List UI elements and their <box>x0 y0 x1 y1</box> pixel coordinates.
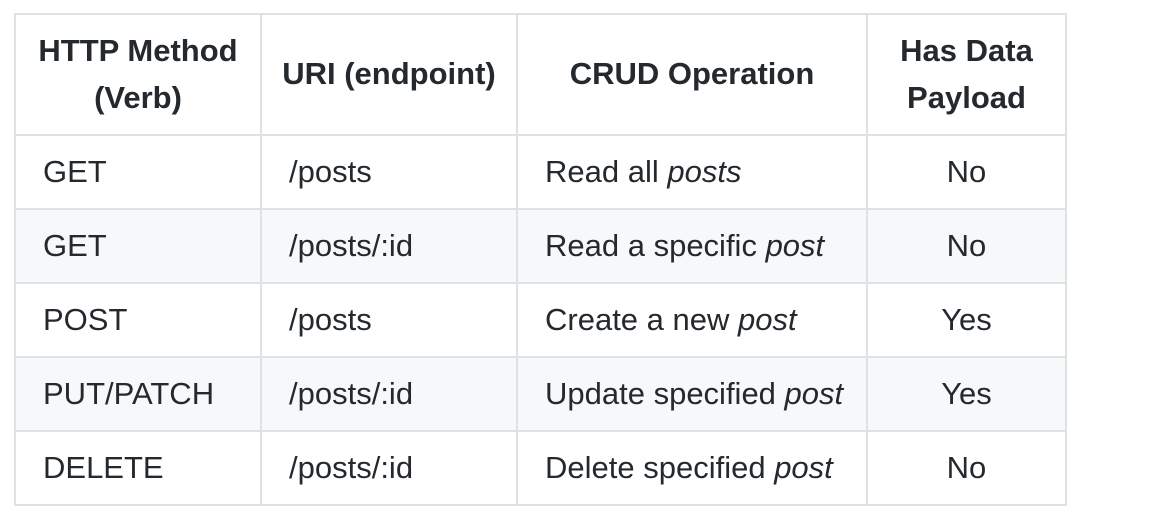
table-row: DELETE /posts/:id Delete specified post … <box>14 430 1067 506</box>
operation-resource: post <box>765 227 825 263</box>
header-uri: URI (endpoint) <box>260 13 518 136</box>
payload-cell: No <box>866 208 1067 284</box>
operation-resource: post <box>784 375 844 411</box>
operation-cell: Read a specific post <box>516 208 868 284</box>
operation-cell: Read all posts <box>516 134 868 210</box>
operation-cell: Update specified post <box>516 356 868 432</box>
table-row: GET /posts Read all posts No <box>14 134 1067 210</box>
table-container: HTTP Method (Verb) URI (endpoint) CRUD O… <box>14 13 1067 506</box>
operation-resource: post <box>774 449 833 485</box>
operation-text: Read a specific <box>545 227 766 263</box>
table-row: GET /posts/:id Read a specific post No <box>14 208 1067 284</box>
uri-cell: /posts/:id <box>260 430 518 506</box>
method-cell: GET <box>14 134 262 210</box>
uri-cell: /posts <box>260 282 518 358</box>
method-cell: GET <box>14 208 262 284</box>
operation-text: Create a new <box>545 301 738 337</box>
operation-text: Delete specified <box>545 449 775 485</box>
operation-resource: post <box>738 301 797 337</box>
uri-cell: /posts <box>260 134 518 210</box>
uri-cell: /posts/:id <box>260 208 518 284</box>
operation-text: Update specified <box>545 375 785 411</box>
header-http-method: HTTP Method (Verb) <box>14 13 262 136</box>
operation-resource: posts <box>667 153 742 189</box>
payload-cell: No <box>866 430 1067 506</box>
payload-cell: No <box>866 134 1067 210</box>
table-header-row: HTTP Method (Verb) URI (endpoint) CRUD O… <box>14 13 1067 136</box>
uri-cell: /posts/:id <box>260 356 518 432</box>
operation-cell: Create a new post <box>516 282 868 358</box>
operation-text: Read all <box>545 153 668 189</box>
table-row: PUT/PATCH /posts/:id Update specified po… <box>14 356 1067 432</box>
method-cell: DELETE <box>14 430 262 506</box>
http-methods-table: HTTP Method (Verb) URI (endpoint) CRUD O… <box>14 13 1067 506</box>
method-cell: POST <box>14 282 262 358</box>
header-has-payload: Has Data Payload <box>866 13 1067 136</box>
table-row: POST /posts Create a new post Yes <box>14 282 1067 358</box>
payload-cell: Yes <box>866 282 1067 358</box>
header-crud-operation: CRUD Operation <box>516 13 868 136</box>
operation-cell: Delete specified post <box>516 430 868 506</box>
payload-cell: Yes <box>866 356 1067 432</box>
method-cell: PUT/PATCH <box>14 356 262 432</box>
